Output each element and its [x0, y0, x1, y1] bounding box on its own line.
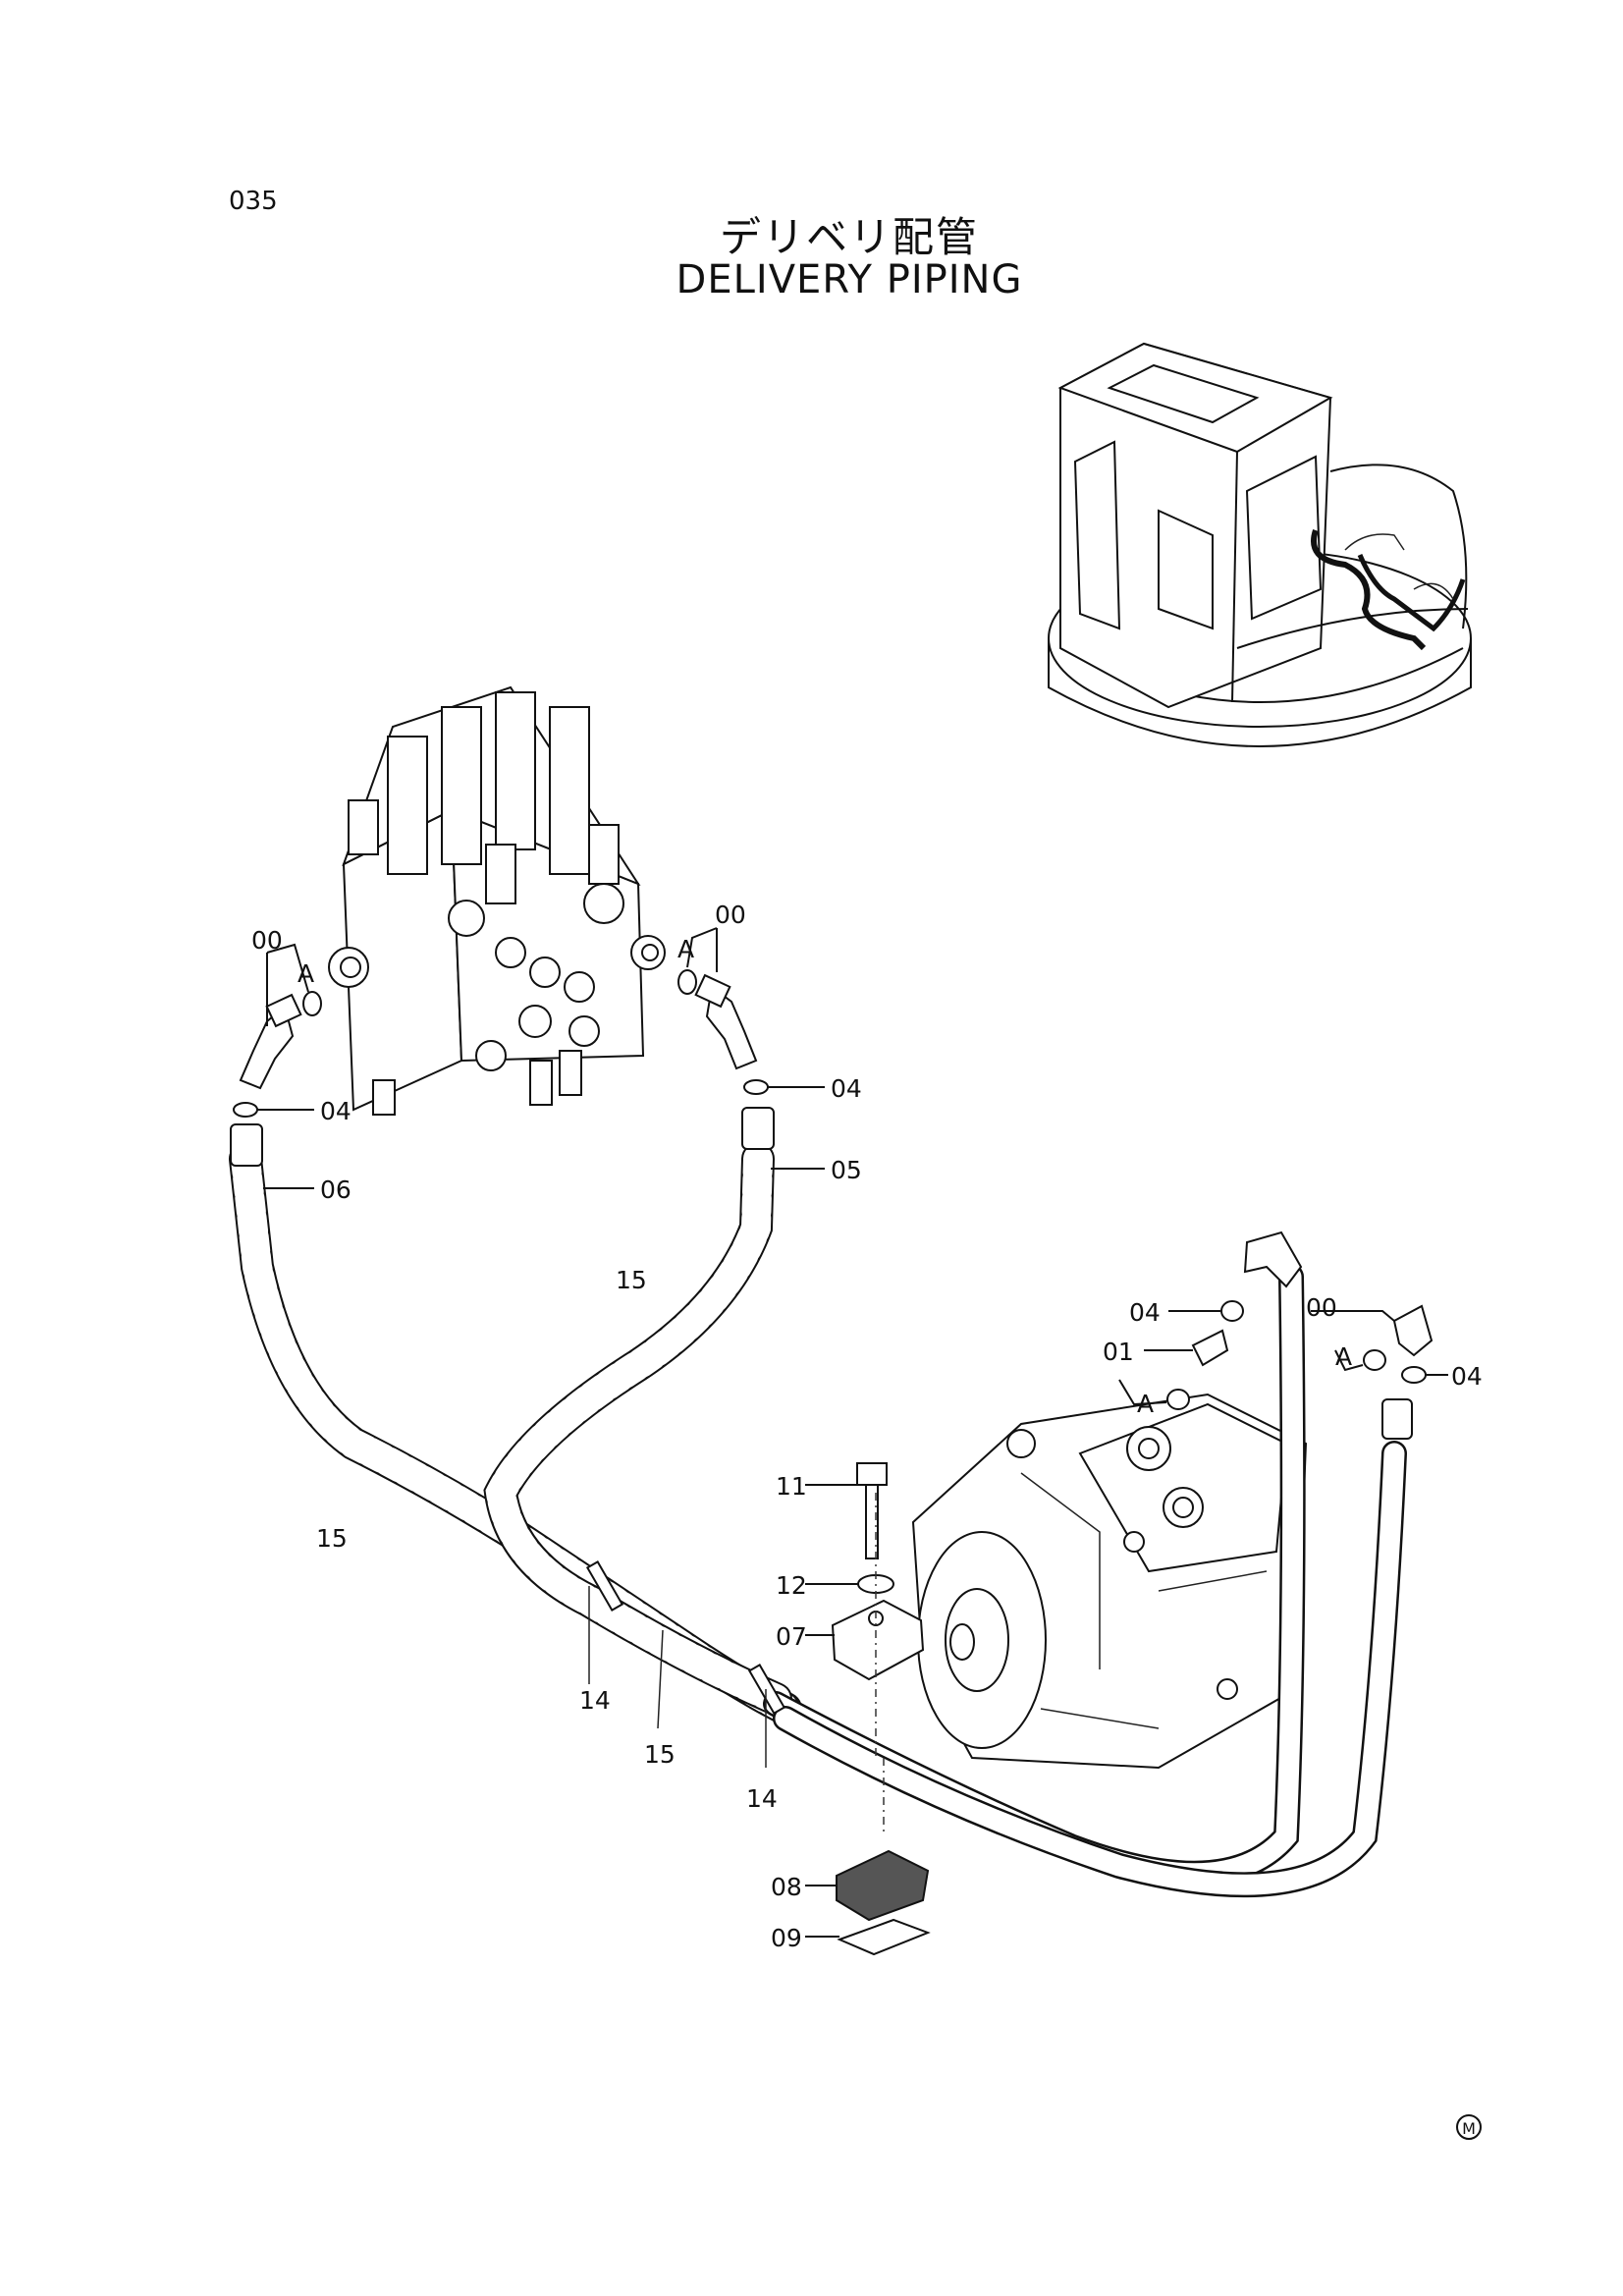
- fitting-00-pump: [1392, 1304, 1434, 1357]
- o-ring-04-right: [743, 1079, 769, 1095]
- o-ring-04-pump-right: [1401, 1366, 1427, 1384]
- callout-A-pump: A: [1137, 1390, 1154, 1418]
- callout-04-right: 04: [831, 1074, 862, 1103]
- plate-09: [837, 1918, 931, 1956]
- page-title-japanese: デリベリ配管: [719, 213, 979, 261]
- hose-05-nut: [741, 1107, 775, 1150]
- callout-A-pump-right: A: [1335, 1342, 1352, 1371]
- o-ring-04-left: [233, 1102, 258, 1118]
- hose-06-nut: [230, 1123, 263, 1167]
- callout-11: 11: [776, 1472, 807, 1501]
- callout-A-left: A: [298, 959, 314, 988]
- bolt-11: [856, 1462, 888, 1559]
- callout-12: 12: [776, 1571, 807, 1600]
- pump-elbow-top: [1243, 1230, 1303, 1288]
- hose-band-14-left: [585, 1559, 624, 1613]
- callout-09: 09: [771, 1924, 802, 1952]
- clamp-07: [831, 1599, 925, 1681]
- callout-15-left: 15: [316, 1524, 348, 1553]
- pump-hose-nut: [1381, 1398, 1413, 1440]
- elbow-fitting-left: [239, 991, 322, 1090]
- callout-A-right: A: [677, 935, 694, 963]
- callout-14-left: 14: [579, 1686, 611, 1715]
- m-mark-symbol: M: [1456, 2114, 1482, 2140]
- callout-labels: 00 A 00 A 04 04 06 05 15 15 14 15 14 04 …: [251, 901, 1483, 1952]
- o-ring-04-pump-top: [1220, 1300, 1244, 1322]
- callout-05: 05: [831, 1156, 862, 1184]
- callout-06: 06: [320, 1175, 352, 1204]
- callout-00-left: 00: [251, 926, 283, 955]
- callout-01: 01: [1103, 1338, 1134, 1366]
- callout-00-right: 00: [715, 901, 746, 929]
- o-ring-A-pump: [1166, 1389, 1190, 1410]
- callout-07: 07: [776, 1622, 807, 1651]
- callout-14-bottom: 14: [746, 1784, 778, 1813]
- hose-band-14-right: [747, 1663, 786, 1716]
- m-mark-letter: M: [1462, 2119, 1476, 2138]
- callout-15-bottom: 15: [644, 1740, 676, 1769]
- callout-00-pump: 00: [1306, 1293, 1337, 1322]
- callout-08: 08: [771, 1873, 802, 1901]
- elbow-fitting-right: [677, 969, 758, 1070]
- callout-15-top: 15: [616, 1266, 647, 1294]
- o-ring-A-pump-right: [1363, 1349, 1386, 1371]
- callout-04-pump-top: 04: [1129, 1298, 1161, 1327]
- leader-lines: [257, 927, 1448, 1938]
- page-title-english: DELIVERY PIPING: [676, 257, 1023, 302]
- control-valve-illustration: [328, 685, 666, 1116]
- clamp-08: [836, 1849, 930, 1922]
- callout-04-pump-right: 04: [1451, 1362, 1483, 1391]
- fitting-01: [1191, 1329, 1229, 1367]
- callout-04-left: 04: [320, 1097, 352, 1125]
- hydraulic-pump-illustration: [911, 1393, 1308, 1770]
- excavator-locator-illustration: [1048, 342, 1472, 747]
- page-number: 035: [229, 187, 278, 216]
